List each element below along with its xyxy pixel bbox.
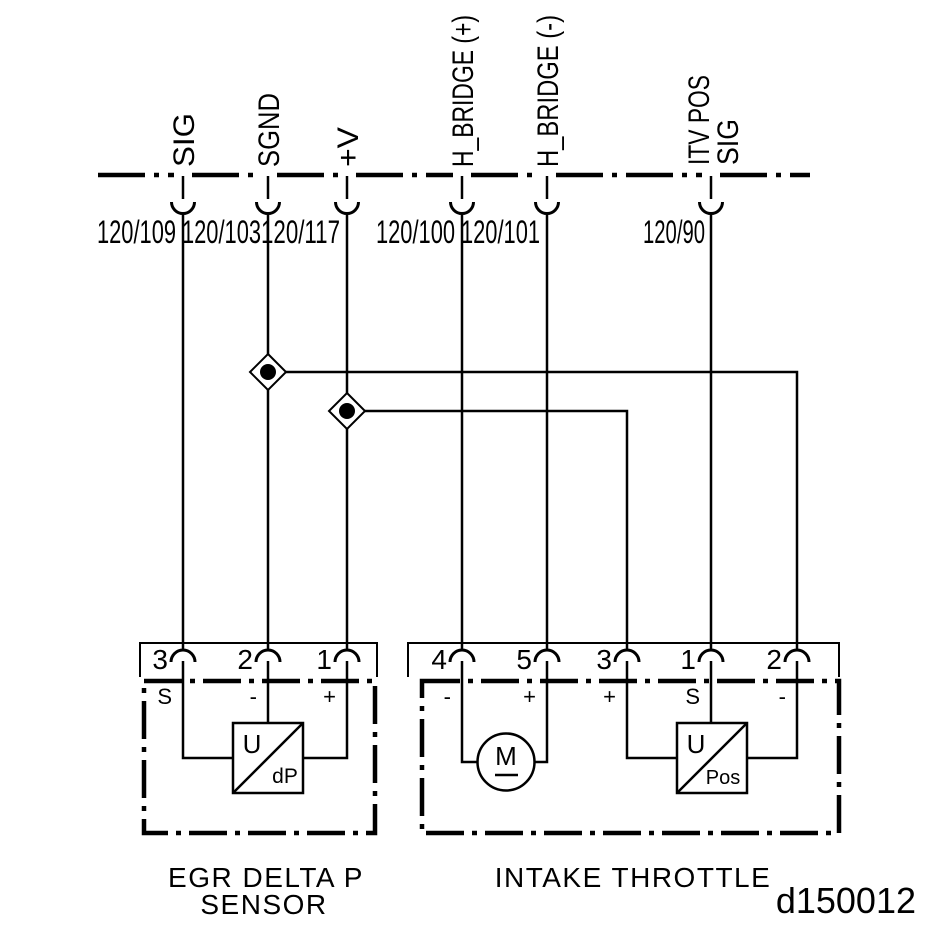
signal-label-itv-pos: ITV POS bbox=[683, 75, 716, 165]
egr-pin1-icon bbox=[333, 648, 361, 663]
egr-title-line1: EGR DELTA P bbox=[168, 862, 364, 893]
harness-wires bbox=[181, 214, 799, 650]
component-titles: EGR DELTA P SENSOR INTAKE THROTTLE bbox=[168, 862, 772, 920]
egr-pin1-number: 1 bbox=[316, 644, 332, 675]
egr-pin2-icon bbox=[254, 648, 282, 663]
ecu-signal-labels: SIG SGND +V H_BRIDGE (+) H_BRIDGE (-) IT… bbox=[168, 15, 745, 167]
signal-label-hbridge-plus: H_BRIDGE (+) bbox=[447, 15, 480, 167]
egr-pin3-number: 3 bbox=[152, 644, 168, 675]
signal-label-hbridge-minus: H_BRIDGE (-) bbox=[532, 15, 565, 167]
signal-label-itv-sig: SIG bbox=[712, 119, 745, 165]
component-internal-wires bbox=[181, 661, 799, 764]
ecu-pin-hbridge-minus-icon bbox=[534, 176, 560, 215]
egr-pin3-polarity: S bbox=[157, 684, 172, 709]
splice-dot-icon bbox=[339, 403, 355, 419]
egr-connector-housing bbox=[139, 642, 378, 677]
intake-connector-housing bbox=[407, 642, 840, 677]
intake-pin3-polarity: + bbox=[603, 684, 616, 709]
intake-pin3-icon bbox=[613, 648, 641, 663]
intake-pin5-icon bbox=[533, 648, 561, 663]
egr-pin3-icon bbox=[169, 648, 197, 663]
egr-component-boundary bbox=[141, 678, 378, 836]
egr-pin1-polarity: + bbox=[323, 684, 336, 709]
signal-label-plusv: +V bbox=[332, 127, 365, 167]
intake-pin4-icon bbox=[448, 648, 476, 663]
intake-title: INTAKE THROTTLE bbox=[495, 862, 772, 893]
intake-component-boundary bbox=[419, 678, 842, 836]
motor-m-label: M bbox=[495, 741, 517, 771]
ecu-pin-sgnd-icon bbox=[255, 176, 281, 215]
wire-number-120-109: 120/109 bbox=[97, 214, 176, 250]
figure-id: d150012 bbox=[776, 880, 916, 921]
pin-numbers: 3 2 1 4 5 3 1 2 bbox=[152, 644, 782, 675]
intake-pin1-polarity: S bbox=[685, 684, 700, 709]
intake-pin4-number: 4 bbox=[431, 644, 447, 675]
intake-position-transducer-symbol: U Pos bbox=[675, 721, 749, 795]
intake-pin5-polarity: + bbox=[523, 684, 536, 709]
intake-pin1-icon bbox=[697, 648, 725, 663]
wire-sgnd-branch bbox=[286, 370, 799, 650]
pin-polarity-labels: S - + - + + S - bbox=[157, 684, 786, 709]
signal-label-sig: SIG bbox=[168, 113, 201, 167]
splice-dot-icon bbox=[260, 364, 276, 380]
egr-title-line2: SENSOR bbox=[200, 889, 327, 920]
egr-transducer-dp-label: dP bbox=[272, 765, 298, 788]
egr-transducer-u-label: U bbox=[243, 729, 262, 759]
egr-pin2-number: 2 bbox=[237, 644, 253, 675]
signal-label-sgnd: SGND bbox=[253, 93, 286, 167]
intake-pin5-number: 5 bbox=[516, 644, 532, 675]
splice-node-plusv bbox=[327, 391, 367, 431]
intake-pin3-number: 3 bbox=[596, 644, 612, 675]
wire-number-120-101: 120/101 bbox=[461, 214, 540, 250]
wire-plusv-branch bbox=[365, 409, 629, 650]
ecu-pin-hbridge-plus-icon bbox=[449, 176, 475, 215]
intake-pin2-icon bbox=[783, 648, 811, 663]
ecu-pin-plusv-icon bbox=[334, 176, 360, 215]
ecu-pin-itv-pos-sig-icon bbox=[698, 176, 724, 215]
wire-number-120-100: 120/100 bbox=[376, 214, 455, 250]
ecu-connector-symbols bbox=[170, 176, 724, 215]
intake-transducer-pos-label: Pos bbox=[706, 767, 740, 789]
splice-node-sgnd bbox=[248, 352, 288, 392]
intake-pin2-number: 2 bbox=[766, 644, 782, 675]
ecu-pin-sig-icon bbox=[170, 176, 196, 215]
wire-numbers: 120/109 120/103 120/117 120/100 120/101 … bbox=[97, 214, 705, 250]
intake-pin1-number: 1 bbox=[680, 644, 696, 675]
wire-number-120-117: 120/117 bbox=[261, 214, 340, 250]
component-connector-symbols bbox=[169, 648, 811, 663]
wire-number-120-103: 120/103 bbox=[182, 214, 261, 250]
egr-pin2-polarity: - bbox=[250, 684, 257, 709]
intake-pin4-polarity: - bbox=[444, 684, 451, 709]
wire-number-120-90: 120/90 bbox=[643, 214, 705, 250]
intake-pin2-polarity: - bbox=[779, 684, 786, 709]
intake-motor-symbol: M bbox=[476, 732, 536, 792]
intake-transducer-u-label: U bbox=[687, 729, 706, 759]
egr-pressure-transducer-symbol: U dP bbox=[231, 721, 305, 795]
